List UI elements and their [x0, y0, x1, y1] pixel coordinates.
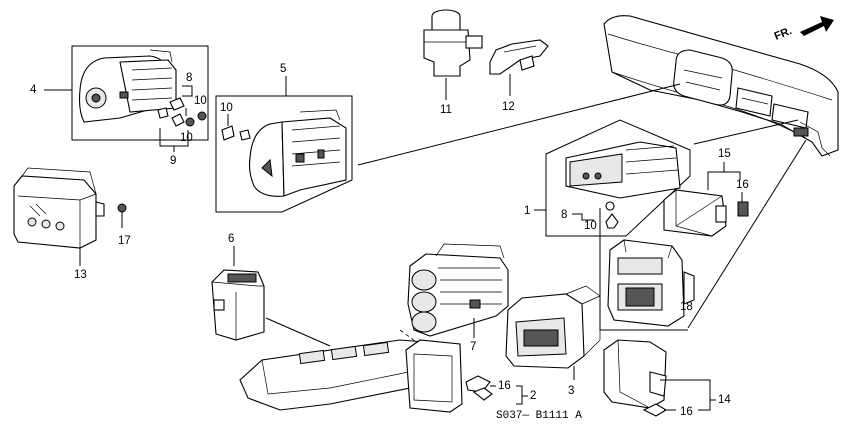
part-6: 6: [211, 233, 265, 341]
callout-12: 12: [502, 101, 515, 113]
dashboard-illustration: [603, 15, 839, 157]
part-group-14: 14 16: [603, 339, 731, 418]
callout-17: 17: [118, 235, 131, 247]
callout-8b: 8: [561, 209, 567, 221]
leader-line-dash-lower: [687, 139, 807, 329]
callout-11: 11: [440, 104, 452, 116]
callout-13: 13: [74, 269, 87, 281]
callout-2: 2: [530, 390, 536, 402]
callout-16a: 16: [736, 179, 749, 191]
part-18: 18: [599, 208, 695, 331]
part-group-13: 13 17: [13, 167, 131, 281]
callout-9: 9: [170, 155, 176, 167]
leader-line-dash-left: [357, 83, 681, 166]
callout-5: 5: [280, 63, 286, 75]
callout-10d: 10: [584, 220, 597, 232]
part-group-1: 1 8 10: [524, 119, 691, 237]
callout-6: 6: [228, 233, 234, 245]
part-11: 11: [423, 9, 483, 116]
callout-7: 7: [470, 341, 476, 353]
arrow-icon: [800, 16, 834, 36]
callout-10c: 10: [220, 102, 233, 114]
callout-4: 4: [30, 84, 37, 96]
callout-10a: 10: [194, 95, 207, 107]
leader-line-dash-switch: [693, 119, 799, 145]
part-group-4: 4 8 10 10 9: [30, 45, 209, 167]
callout-3: 3: [568, 385, 574, 397]
callout-18: 18: [680, 301, 693, 313]
part-group-5: 5 10: [215, 63, 353, 213]
callout-10b: 10: [180, 132, 193, 144]
part-12: 12: [489, 39, 549, 113]
callout-16b: 16: [498, 380, 511, 392]
part-7: 7: [407, 243, 509, 353]
front-direction-arrow: FR.: [773, 16, 834, 43]
part-group-2: 16 2: [405, 339, 536, 413]
callout-16c: 16: [680, 406, 693, 418]
callout-15: 15: [718, 148, 731, 160]
part-3: 3: [505, 285, 601, 397]
diagram-code: S037— B1111 A: [496, 410, 582, 422]
callout-8a: 8: [186, 72, 192, 84]
front-label: FR.: [773, 25, 794, 43]
callout-1: 1: [524, 205, 530, 217]
part-group-15: 15 16: [663, 148, 749, 237]
callout-14: 14: [718, 394, 731, 406]
